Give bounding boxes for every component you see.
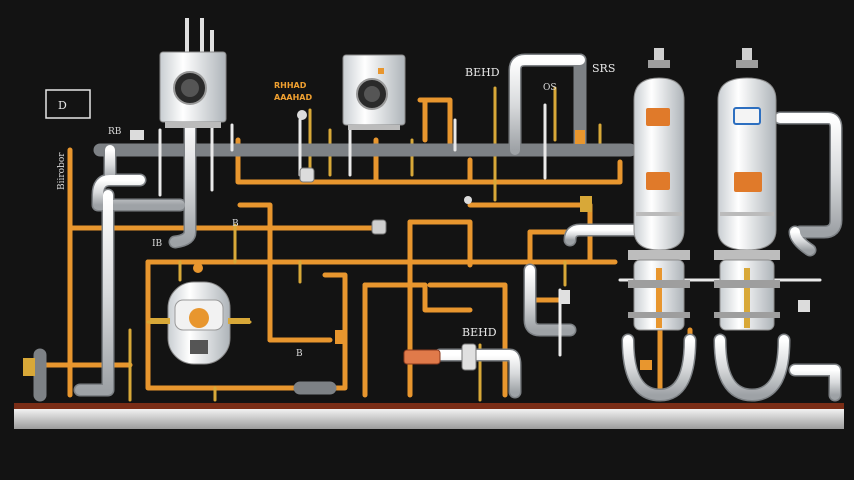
- floor-slab: [14, 403, 844, 429]
- control-cabinet-left: [159, 18, 227, 128]
- label-left-vertical: Biirobor: [57, 152, 67, 190]
- label-valve-cluster: OS: [543, 83, 557, 93]
- label-bottom-center: BEHD: [462, 326, 497, 339]
- label-top-right: SRS: [592, 62, 615, 75]
- label-center-sub: AAAHAD: [274, 93, 312, 102]
- label-misc-a: RB: [108, 127, 122, 137]
- label-top-left: D: [58, 99, 67, 112]
- label-box: [45, 89, 91, 119]
- control-cabinet-right: [342, 54, 406, 130]
- pump-vessel: [150, 281, 250, 365]
- label-misc-c: B: [296, 349, 303, 359]
- valve-fittings: [23, 110, 810, 376]
- storage-tank-1: [628, 48, 690, 331]
- storage-tank-2: [714, 48, 780, 331]
- diagram-labels: D Biirobor IB RHHAD AAAHAD BEHD SRS OS B…: [45, 62, 615, 359]
- label-left-small: IB: [152, 239, 163, 249]
- label-top-center: BEHD: [465, 66, 500, 79]
- label-center-title: RHHAD: [274, 81, 307, 90]
- label-misc-b: B: [232, 219, 239, 229]
